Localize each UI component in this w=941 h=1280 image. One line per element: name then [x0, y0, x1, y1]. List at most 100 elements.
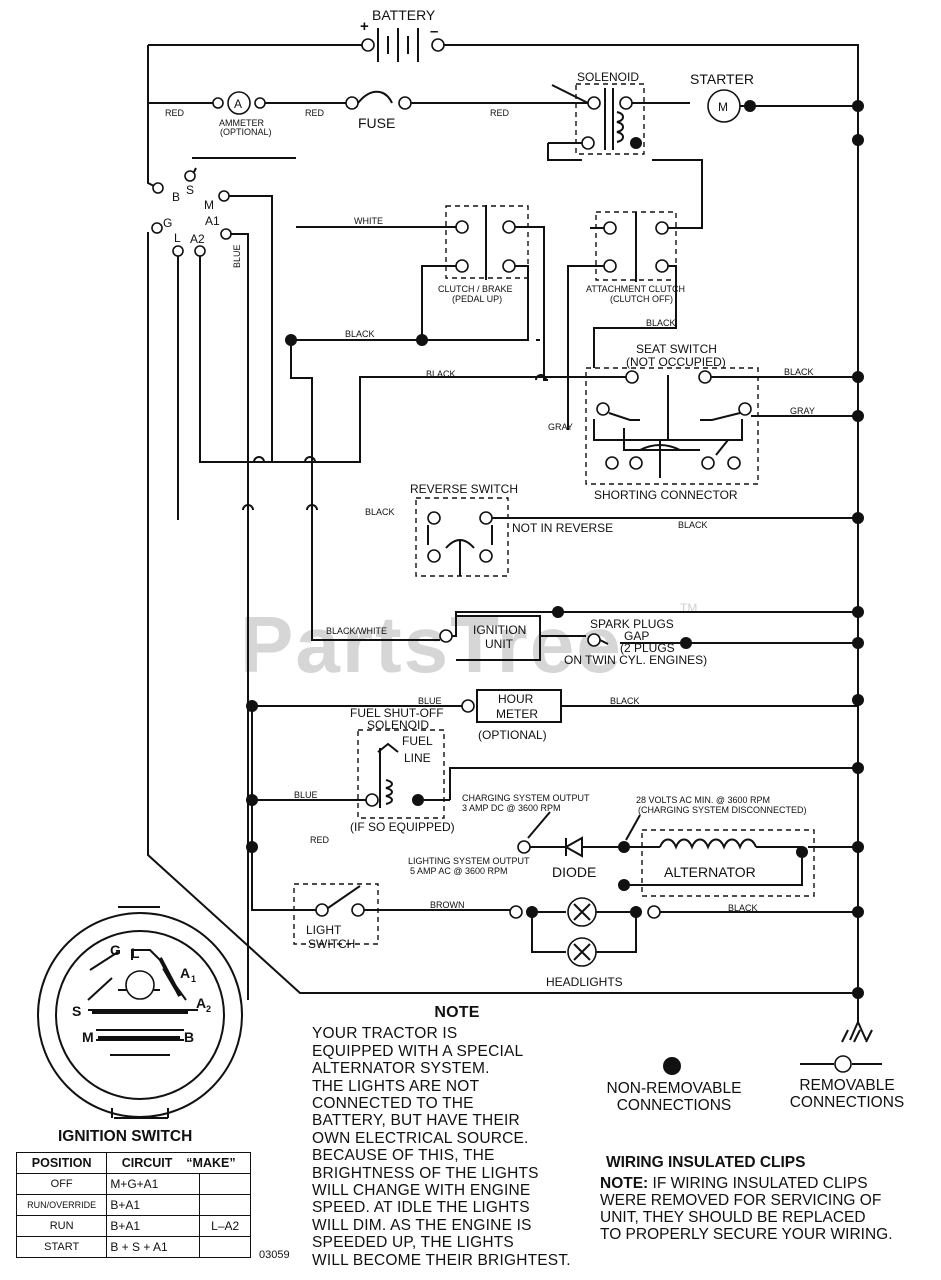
row-position: RUN — [15, 1215, 108, 1237]
wire-blue-2: BLUE — [418, 696, 442, 706]
reverse-switch: REVERSE SWITCH NOT IN REVERSE BLACK — [410, 482, 858, 577]
legend-non-removable-dot — [663, 1057, 681, 1075]
diode-label: DIODE — [552, 864, 596, 880]
table-row: RUN/OVERRIDE B+A1 — [15, 1194, 251, 1216]
ignition-unit-label-2: UNIT — [485, 637, 514, 651]
row-circuit: B+A1 — [106, 1194, 201, 1216]
note-line: WILL DIM. AS THE ENGINE IS — [312, 1216, 532, 1234]
ignition-switch-terminals: B S M G A1 L A2 BLUE — [147, 103, 858, 994]
battery: BATTERY + – — [147, 7, 445, 80]
note-line: EQUIPPED WITH A SPECIAL — [312, 1042, 524, 1060]
note-line: SPEEDED UP, THE LIGHTS — [312, 1234, 514, 1252]
table-header-row: POSITION CIRCUIT “MAKE” — [15, 1152, 251, 1174]
alternator-label: ALTERNATOR — [664, 864, 756, 880]
starter: M STARTER — [690, 71, 858, 123]
ignition-unit: BLACK/WHITE IGNITION UNIT SPARK PLUGS GA… — [326, 606, 858, 667]
black-wires: BLACK BLACK BLACK — [285, 329, 547, 641]
battery-label: BATTERY — [372, 7, 436, 23]
charging-amp-label: 3 AMP DC @ 3600 RPM — [462, 803, 561, 813]
reverse-switch-label: REVERSE SWITCH — [410, 482, 518, 496]
fuse: FUSE — [265, 90, 590, 131]
face-a2: A — [196, 995, 206, 1011]
row-position: RUN/OVERRIDE — [15, 1194, 108, 1216]
alternator-note: NOTE YOUR TRACTOR IS EQUIPPED WITH A SPE… — [312, 1004, 602, 1269]
face-a1: A — [180, 965, 190, 981]
wire-blue-1: BLUE — [232, 244, 242, 268]
volts-ac-label: 28 VOLTS AC MIN. @ 3600 RPM — [636, 795, 770, 805]
wire-red-3: RED — [490, 108, 510, 118]
row-circuit: M+G+A1 — [106, 1173, 201, 1195]
terminal-g: G — [163, 216, 172, 230]
headlights-label: HEADLIGHTS — [546, 975, 623, 989]
clutch-brake-switch: WHITE CLUTCH / BRAKE (PEDAL UP) — [296, 205, 548, 381]
wire-black-6: BLACK — [678, 520, 708, 530]
ammeter-letter: A — [234, 97, 242, 111]
spark-gap-label: GAP — [624, 629, 649, 643]
terminal-a1: A1 — [205, 214, 220, 228]
wire-gray-1: GRAY — [790, 406, 815, 416]
row-extra: L–A2 — [199, 1215, 251, 1237]
solenoid-label: SOLENOID — [577, 70, 639, 84]
charging-disconnected-label: (CHARGING SYSTEM DISCONNECTED) — [638, 805, 807, 815]
row-position: OFF — [15, 1173, 108, 1195]
terminal-a2: A2 — [190, 232, 205, 246]
seat-switch: SEAT SWITCH (NOT OCCUPIED) BLACK GRAY GR… — [548, 342, 858, 502]
spark-twin-label: ON TWIN CYL. ENGINES) — [564, 653, 707, 667]
spark-plugs-label: SPARK PLUGS — [590, 617, 674, 631]
ground-bus — [438, 44, 873, 1043]
if-so-equipped-label: (IF SO EQUIPPED) — [350, 820, 455, 834]
clips-title: WIRING INSULATED CLIPS — [606, 1154, 806, 1171]
header-make-text: “MAKE” — [186, 1156, 236, 1170]
note-line: BATTERY, BUT HAVE THEIR — [312, 1112, 520, 1130]
drawing-number: 03059 — [259, 1249, 290, 1261]
wire-red-1: RED — [165, 108, 185, 118]
terminal-l: L — [174, 231, 181, 245]
hour-optional-label: (OPTIONAL) — [478, 728, 547, 742]
hour-meter-label-1: HOUR — [498, 692, 534, 706]
legend-removable-terminal — [834, 1055, 852, 1073]
header-position: POSITION — [15, 1152, 108, 1174]
row-circuit: B+A1 — [106, 1215, 201, 1237]
watermark: PartsTree — [240, 600, 623, 689]
wire-black-7: BLACK — [610, 696, 640, 706]
terminal-m: M — [204, 198, 214, 212]
table-row: START B + S + A1 — [15, 1236, 251, 1258]
fuel-shutoff-solenoid: FUEL SHUT-OFF SOLENOID FUEL LINE (IF SO … — [246, 706, 858, 845]
face-s: S — [72, 1003, 81, 1019]
face-m: M — [82, 1029, 94, 1045]
ignition-switch-face: G L A 1 S A 2 M B — [37, 906, 243, 1119]
clutch-off-label: (CLUTCH OFF) — [610, 294, 673, 304]
wire-black-3: BLACK — [426, 369, 456, 379]
note-line: BRIGHTNESS OF THE LIGHTS — [312, 1164, 539, 1182]
charging-system: CHARGING SYSTEM OUTPUT 3 AMP DC @ 3600 R… — [246, 793, 858, 897]
hour-meter-label-2: METER — [496, 707, 538, 721]
row-circuit: B + S + A1 — [106, 1236, 201, 1258]
face-b: B — [184, 1029, 194, 1045]
legend-removable: REMOVABLE CONNECTIONS — [772, 1077, 922, 1111]
not-in-reverse-label: NOT IN REVERSE — [512, 521, 613, 535]
shorting-connector-label: SHORTING CONNECTOR — [594, 488, 738, 502]
wire-black-1: BLACK — [646, 318, 676, 328]
note-line: SPEED. AT IDLE THE LIGHTS — [312, 1199, 530, 1217]
hour-meter: HOUR METER (OPTIONAL) BLUE BLACK — [246, 689, 858, 742]
wire-black-4: BLACK — [365, 507, 395, 517]
ignition-unit-label-1: IGNITION — [473, 623, 526, 637]
lighting-circuit: LIGHT SWITCH BROWN BLACK HEADLIGHTS — [251, 700, 858, 989]
charging-output-label: CHARGING SYSTEM OUTPUT — [462, 793, 590, 803]
row-extra — [199, 1194, 251, 1216]
wire-blue-3: BLUE — [294, 790, 318, 800]
fuel-line-label-1: FUEL — [402, 734, 433, 748]
clips-note-label: NOTE: — [600, 1175, 649, 1192]
attachment-clutch-switch: ATTACHMENT CLUTCH (CLUTCH OFF) BLACK — [567, 159, 703, 430]
terminal-b: B — [172, 190, 180, 204]
clutch-brake-label: CLUTCH / BRAKE — [438, 284, 513, 294]
pedal-up-label: (PEDAL UP) — [452, 294, 502, 304]
wire-black-2: BLACK — [345, 329, 375, 339]
clips-line-4: TO PROPERLY SECURE YOUR WIRING. — [600, 1226, 893, 1243]
fuel-line-label-2: LINE — [404, 751, 431, 765]
note-line: ALTERNATOR SYSTEM. — [312, 1060, 490, 1078]
note-line: WILL CHANGE WITH ENGINE — [312, 1182, 531, 1200]
face-a1-sub: 1 — [191, 974, 196, 984]
battery-plus: + — [360, 18, 369, 35]
